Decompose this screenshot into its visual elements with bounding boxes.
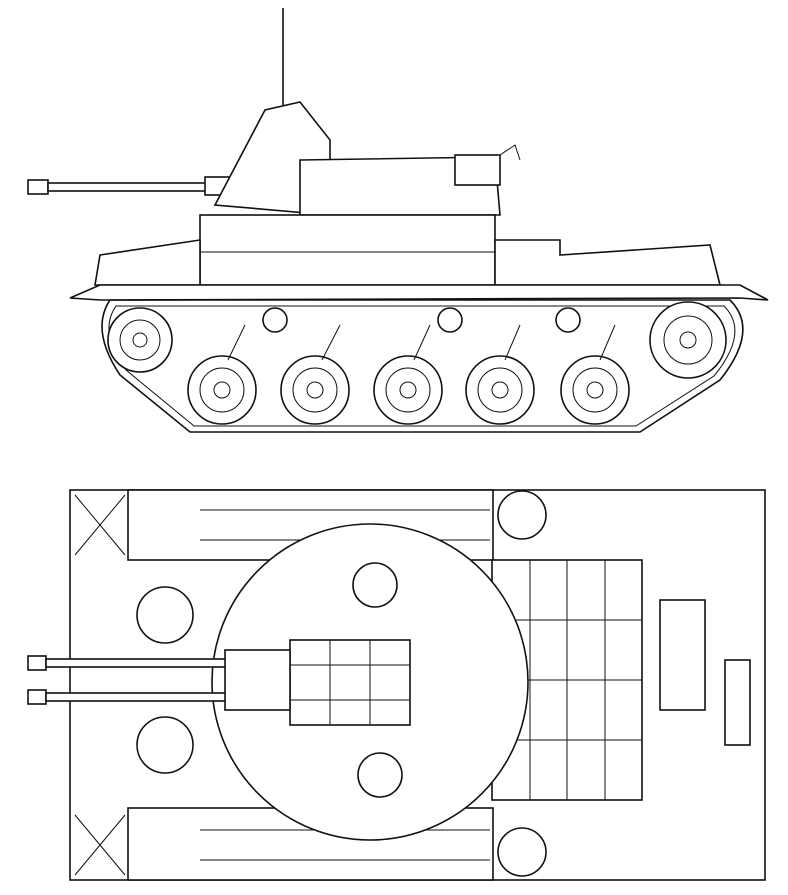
gunner-seat-right (357, 752, 403, 798)
drive-sprocket (649, 301, 727, 379)
track (101, 299, 744, 433)
hull-front (94, 239, 201, 286)
front-idler-wheel (107, 307, 173, 373)
top-view (27, 489, 766, 881)
track-fender (69, 284, 769, 301)
turret-box (454, 154, 501, 186)
shock-absorbers (227, 324, 616, 361)
return-rollers (262, 307, 581, 333)
turret-handle (499, 144, 521, 161)
turret-top (211, 523, 529, 841)
road-wheels (187, 355, 630, 425)
rear-deck-panel (659, 599, 706, 711)
driver-hatches (136, 586, 194, 774)
twin-gun-barrels-top (27, 649, 291, 711)
gun-barrel-side (27, 176, 231, 196)
gun-mount (289, 639, 411, 726)
air-intake-right (497, 827, 547, 877)
side-view (27, 8, 769, 433)
hull-rear-deck (494, 239, 722, 286)
rear-stowage-box (724, 659, 751, 746)
turret-side (299, 156, 501, 216)
air-intake-left (497, 490, 547, 540)
hull-superstructure (199, 214, 496, 286)
gunner-seat-left (352, 562, 398, 608)
